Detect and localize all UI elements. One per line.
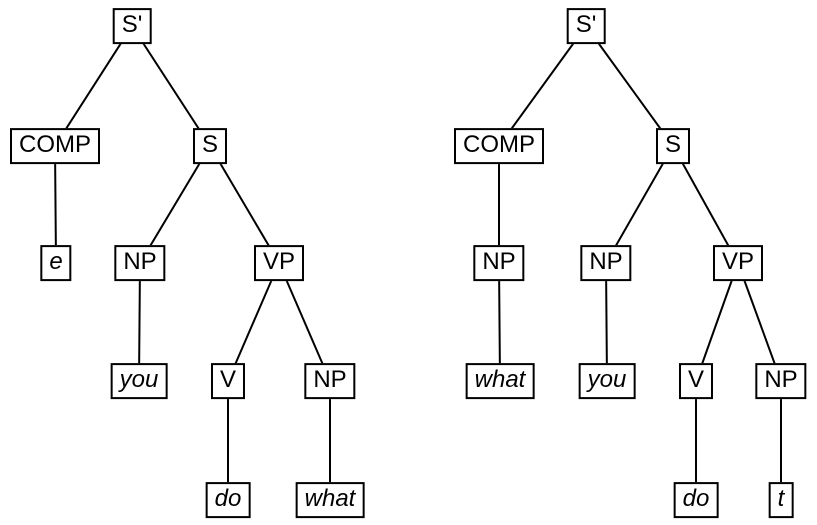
tree-right-node-sbar: S' — [566, 8, 606, 44]
tree-edge-np1-what — [498, 262, 501, 382]
tree-edge-s-vp — [672, 145, 739, 264]
tree-right-node-vp: VP — [712, 245, 764, 281]
tree-edge-vp-v — [227, 262, 280, 382]
tree-right-node-np3: NP — [755, 363, 807, 399]
tree-left-node-vp: VP — [253, 245, 305, 281]
tree-edge-s-np2 — [605, 145, 674, 264]
tree-right-node-do: do — [673, 482, 719, 518]
tree-edge-comp-e — [54, 145, 57, 264]
tree-left-node-do: do — [205, 482, 251, 518]
tree-left-node-what: what — [295, 482, 365, 518]
tree-edge-sbar-comp — [498, 25, 587, 147]
tree-edge-s-vp — [209, 145, 280, 264]
tree-right-node-np1: NP — [473, 245, 525, 281]
tree-edge-vp-v — [695, 262, 739, 382]
tree-edge-sbar-s — [585, 25, 674, 147]
tree-right-node-you: you — [578, 363, 636, 399]
tree-left-node-sbar: S' — [112, 8, 152, 44]
tree-right-node-v: V — [678, 363, 714, 399]
tree-right-node-what: what — [465, 363, 535, 399]
tree-edge-s-np1 — [139, 145, 211, 264]
tree-right-node-comp: COMP — [454, 128, 544, 164]
tree-left-node-np1: NP — [114, 245, 166, 281]
tree-left-node-np2: NP — [304, 363, 356, 399]
tree-left-node-e: e — [40, 245, 72, 281]
tree-right-node-t: t — [768, 482, 794, 518]
tree-left-node-v: V — [210, 363, 246, 399]
tree-edge-sbar-comp — [54, 25, 133, 147]
tree-left-node-comp: COMP — [10, 128, 100, 164]
tree-edge-vp-np2 — [278, 262, 331, 382]
tree-right-node-np2: NP — [580, 245, 632, 281]
tree-right-node-s: S — [655, 128, 691, 164]
tree-edge-sbar-s — [131, 25, 211, 147]
tree-left-node-you: you — [110, 363, 168, 399]
tree-edge-np1-you — [138, 262, 141, 382]
tree-edge-np2-you — [605, 262, 608, 382]
tree-edge-vp-np3 — [737, 262, 782, 382]
tree-left-node-s: S — [192, 128, 228, 164]
